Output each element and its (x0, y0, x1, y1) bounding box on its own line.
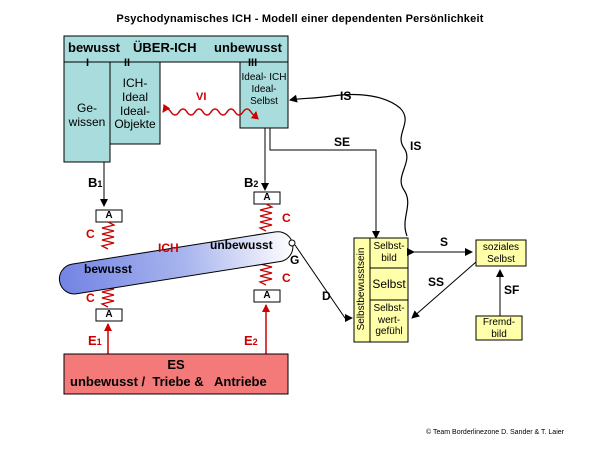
a-label-bottom-left: A (105, 309, 113, 320)
spring-top-right (258, 203, 274, 232)
ss-arrow (411, 261, 477, 319)
g-pivot (288, 239, 296, 247)
roman-3: III (248, 57, 258, 69)
se-label: SE (334, 135, 351, 149)
selbst-label: Selbst (372, 277, 406, 291)
a-box-bottom-left (95, 308, 123, 322)
vi-wave (162, 103, 259, 120)
d-line (294, 244, 353, 322)
es-title: ES (167, 357, 185, 372)
g-label: G (290, 253, 300, 267)
b1-label: B1 (88, 175, 103, 190)
a-label-top-right: A (263, 192, 271, 203)
ueberich-box (63, 35, 289, 63)
selbstbewusstsein-label: Selbstbewusstsein (356, 247, 367, 331)
c-label-bottom-right: C (282, 271, 291, 285)
ich-unbewusst-label: unbewusst (210, 238, 273, 252)
c-label-bottom-left: C (86, 291, 95, 305)
fremdbild-box (475, 315, 523, 341)
c-label-top-right: C (282, 211, 291, 225)
idealich-label: Ideal- ICH Ideal- Selbst (241, 72, 287, 107)
is-label-right: IS (410, 139, 422, 153)
selbstwert-label: Selbst- wert- gefühl (373, 303, 405, 337)
ichideal-label: ICH- Ideal Ideal- Objekte (114, 76, 156, 132)
es-subtitle: unbewusst / Triebe & Antriebe (70, 374, 267, 389)
ueberich-heading: ÜBER-ICH (133, 40, 197, 55)
a-box-bottom-right (253, 289, 281, 303)
selbstwert-box (369, 299, 409, 343)
c-label-top-left: C (86, 227, 95, 241)
b2-label: B2 (244, 175, 259, 190)
selbst-box (369, 267, 409, 301)
ich-bewusst-label: bewusst (84, 262, 133, 276)
diagram-title: Psychodynamisches ICH - Modell einer dep… (116, 13, 484, 25)
spring-top-left (100, 221, 116, 250)
d-label: D (322, 289, 331, 303)
ich-label: ICH (158, 241, 179, 255)
sf-label: SF (504, 283, 520, 297)
e1-label: E1 (88, 333, 102, 348)
a-label-bottom-right: A (263, 290, 271, 301)
roman-1: I (86, 57, 90, 69)
soziales-box (475, 239, 527, 267)
vi-label: VI (196, 91, 207, 103)
s-label: S (440, 235, 449, 249)
roman-2: II (124, 57, 131, 69)
es-box (63, 353, 289, 395)
gewissen-label: Ge- wissen (68, 101, 106, 129)
gewissen-box (63, 61, 111, 163)
a-label-top-left: A (105, 210, 113, 221)
se-line (269, 128, 380, 239)
selbstbild-label: Selbst- bild (373, 241, 405, 264)
is-wave (289, 93, 409, 237)
copyright-footer: © Team Borderlinezone D. Sander & T. Lai… (426, 429, 564, 436)
fremdbild-label: Fremd- bild (482, 317, 516, 340)
e2-label: E2 (244, 333, 258, 348)
is-label-top: IS (340, 89, 352, 103)
soziales-label: soziales Selbst (482, 242, 520, 265)
ueberich-heading-bewusst: bewusst (68, 40, 121, 55)
ueberich-heading-unbewusst: unbewusst (214, 40, 282, 55)
ichideal-box (109, 61, 161, 145)
ss-label: SS (428, 275, 445, 289)
